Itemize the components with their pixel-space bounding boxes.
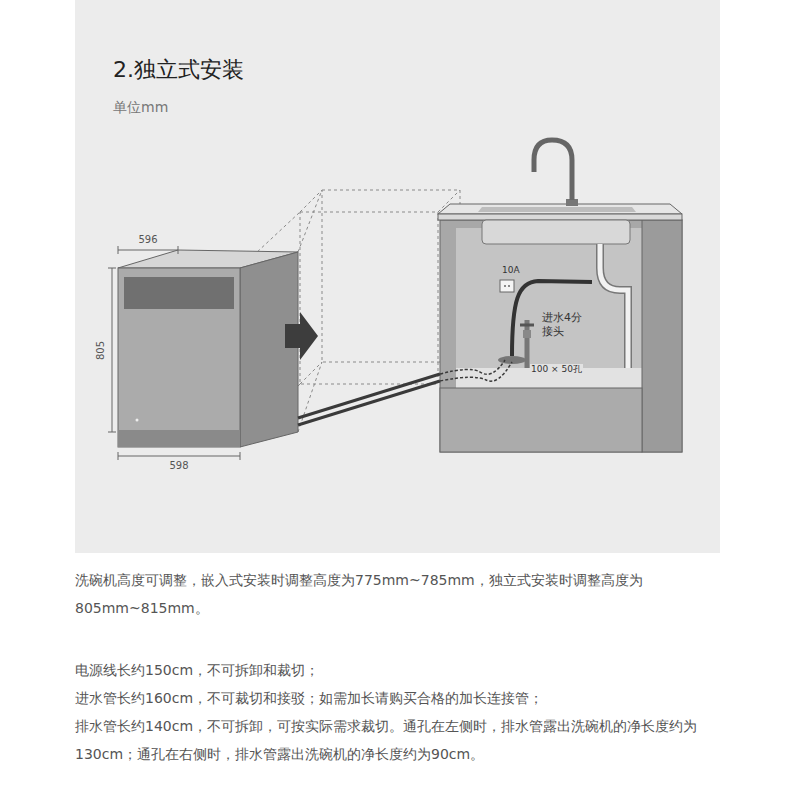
inlet-label: 进水4分 接头 [542,311,582,339]
hole-label: 100 × 50孔 [530,364,583,375]
dimension-label: 596 [138,233,157,246]
note-text: 排水管长约140cm，不可拆卸，可按实际需求裁切。通孔在左侧时，排水管露出洗碗机… [75,712,720,768]
socket-label: 10A [502,265,520,276]
note-text: 进水管长约160cm，不可裁切和接驳；如需加长请购买合格的加长连接管； [75,684,720,712]
title: 2.独立式安装 [113,56,244,84]
dimension-label: 805 [95,340,108,359]
unit-note: 单位mm [113,98,168,116]
note-text: 电源线长约150cm，不可拆卸和裁切； [75,656,720,684]
dimension-label: 598 [169,459,188,472]
note-text: 洗碗机高度可调整，嵌入式安装时调整高度为775mm~785mm，独立式安装时调整… [75,566,720,622]
